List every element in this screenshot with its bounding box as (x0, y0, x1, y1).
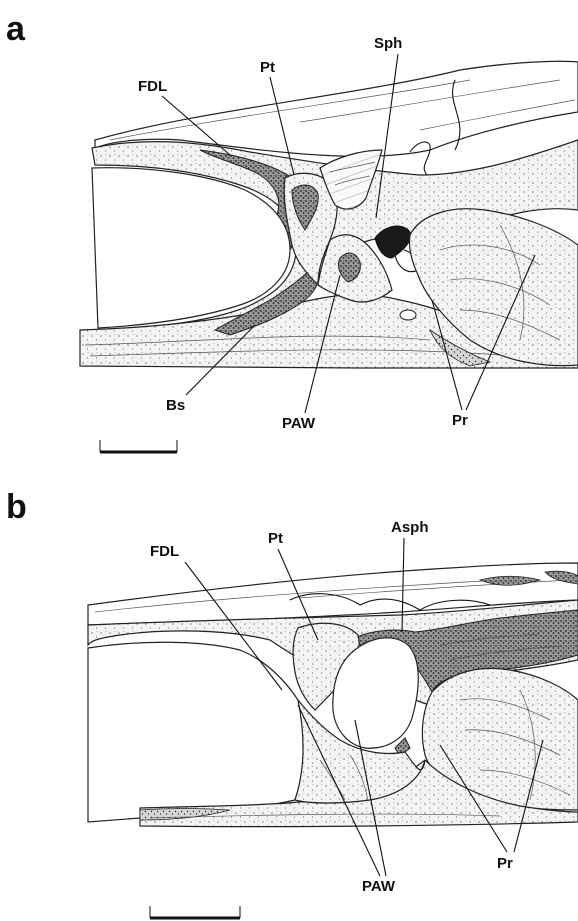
panel-letter-b: b (6, 488, 27, 526)
orbit-cavity-b (88, 642, 304, 822)
label-pr-a: Pr (452, 412, 468, 429)
label-asph-b: Asph (391, 519, 429, 536)
label-paw-b: PAW (362, 878, 396, 895)
label-pt-a: Pt (260, 59, 275, 76)
panel-a: a (6, 10, 578, 452)
label-sph-a: Sph (374, 35, 402, 52)
label-bs-a: Bs (166, 397, 185, 414)
label-pt-b: Pt (268, 530, 283, 547)
label-paw-a: PAW (282, 415, 316, 432)
specimen-drawing-a (80, 61, 578, 368)
specimen-drawing-b (88, 563, 578, 827)
label-pr-b: Pr (497, 855, 513, 872)
label-fdl-a: FDL (138, 78, 167, 95)
label-fdl-b: FDL (150, 543, 179, 560)
panel-b: b (6, 488, 578, 918)
panel-letter-a: a (6, 10, 26, 48)
